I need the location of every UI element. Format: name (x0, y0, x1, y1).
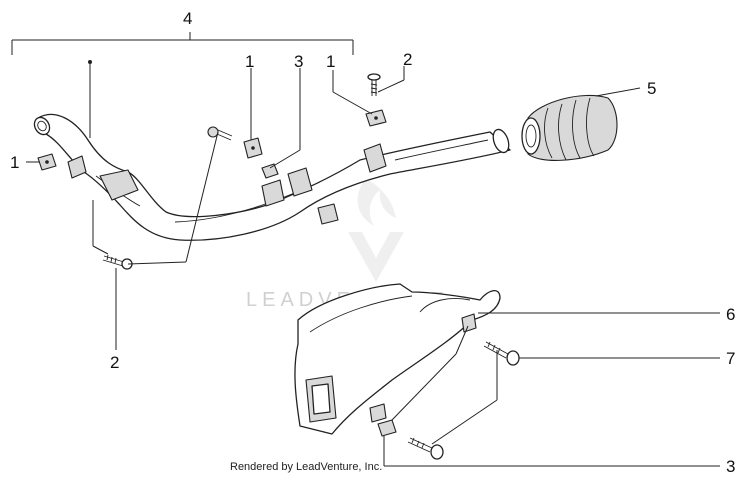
callout-6: 6 (726, 305, 735, 324)
spacer-mid (261, 163, 279, 179)
callout-7: 7 (726, 349, 735, 368)
screw-mid (207, 126, 233, 141)
clip-nut-left (37, 153, 57, 171)
callout-2-top: 2 (403, 50, 412, 69)
bolt-bottom (407, 437, 444, 460)
bolt-right (483, 341, 520, 366)
mount-tab-under (317, 203, 339, 225)
rubber-sleeve (521, 94, 618, 161)
callout-2-bottom: 2 (110, 353, 119, 372)
leader-lines (26, 66, 720, 467)
callout-5: 5 (647, 79, 656, 98)
assembly-bracket (11, 32, 354, 138)
mount-tab-left (67, 155, 87, 179)
callout-1-mid: 1 (245, 52, 254, 71)
callout-3-mid: 3 (294, 52, 303, 71)
clip-nut-mid (243, 137, 263, 159)
heat-shield (294, 283, 501, 435)
mount-tab-right (363, 143, 387, 173)
watermark-logo (348, 178, 404, 282)
credit-text: Rendered by LeadVenture, Inc. (230, 461, 382, 473)
screw-lower-left (102, 254, 133, 270)
shield-tab-top (461, 313, 477, 333)
callout-1-left: 1 (10, 153, 19, 172)
callout-3-bottom: 3 (726, 457, 735, 476)
callout-1-right: 1 (326, 52, 335, 71)
callout-4: 4 (183, 9, 192, 28)
spacer-bottom (377, 419, 397, 437)
mount-tab-mid2 (287, 167, 313, 197)
exhaust-pipe (33, 113, 511, 241)
screw-top (367, 73, 381, 96)
shield-tab-bottom (369, 403, 387, 423)
mount-tab-mid1 (261, 179, 285, 207)
